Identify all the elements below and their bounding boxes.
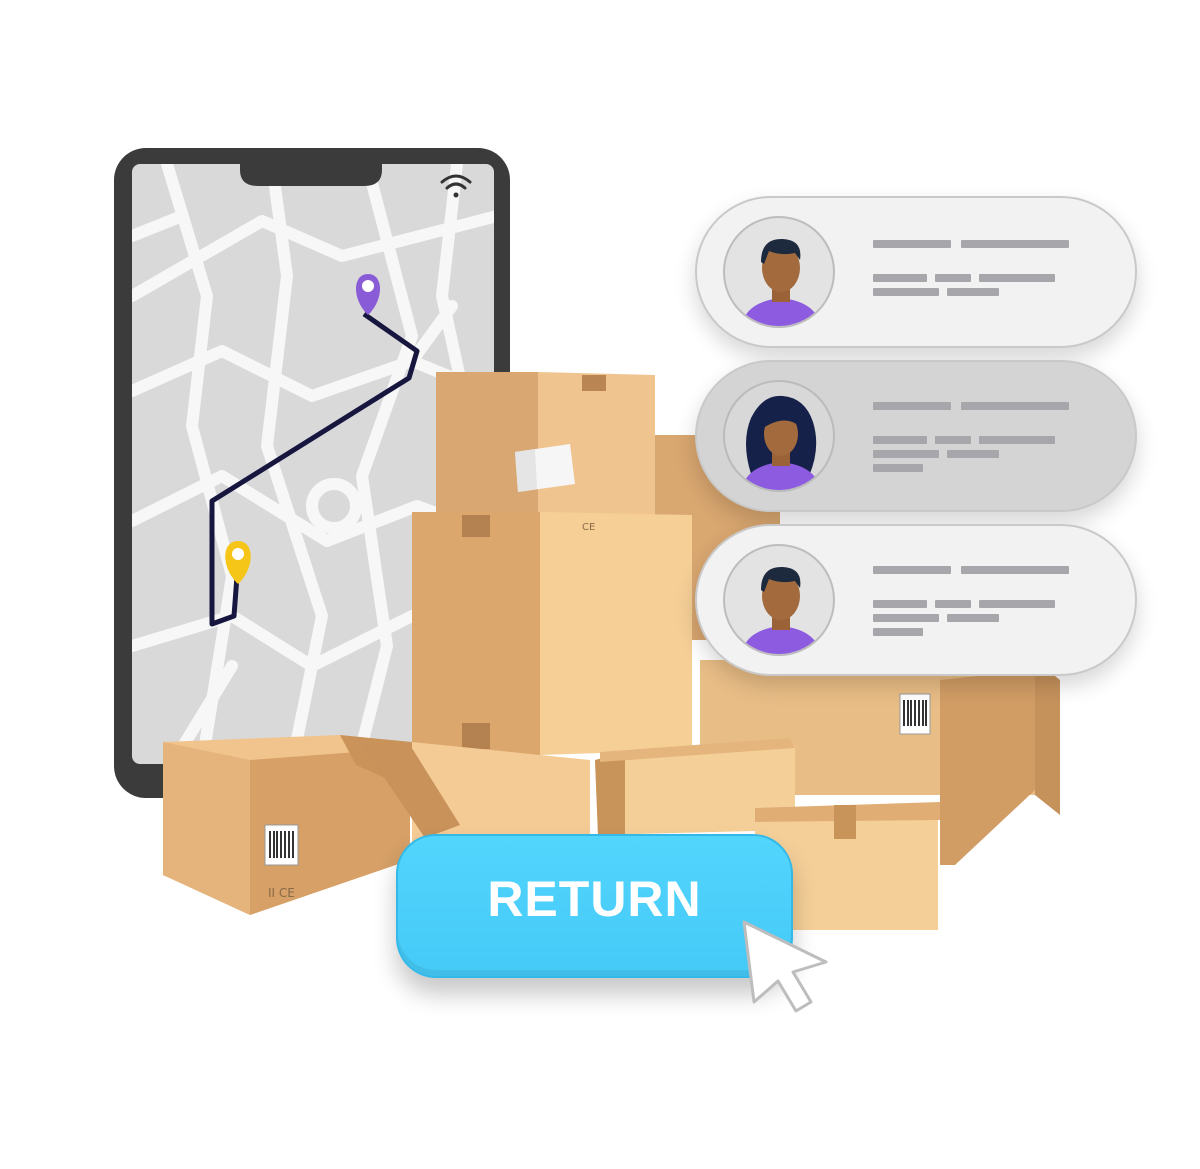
wifi-icon (440, 174, 472, 198)
box-bottom-left: II CE (163, 735, 590, 915)
phone-notch (240, 163, 382, 186)
avatar-icon (723, 216, 835, 328)
user-card[interactable] (695, 360, 1137, 512)
barcode-icon (899, 693, 931, 735)
location-pin-icon (225, 541, 251, 584)
box-middle: CE (412, 512, 692, 755)
box-bottom-middle (595, 738, 795, 840)
return-button[interactable]: RETURN (396, 834, 793, 978)
barcode-icon (264, 824, 299, 866)
map-roundabout (306, 478, 362, 534)
svg-text:II CE: II CE (268, 886, 295, 900)
avatar-icon (723, 544, 835, 656)
user-card[interactable] (695, 196, 1137, 348)
svg-text:CE: CE (582, 522, 595, 533)
box-bottom-right (755, 802, 940, 930)
package-boxes: CE II CE (163, 372, 1060, 930)
avatar-icon (723, 380, 835, 492)
location-pin-icon (356, 274, 380, 315)
return-button-label: RETURN (487, 871, 702, 927)
cursor-arrow-icon (742, 920, 828, 1013)
user-card[interactable] (695, 524, 1137, 676)
box-top-stack (436, 372, 655, 515)
route-line (209, 311, 420, 627)
